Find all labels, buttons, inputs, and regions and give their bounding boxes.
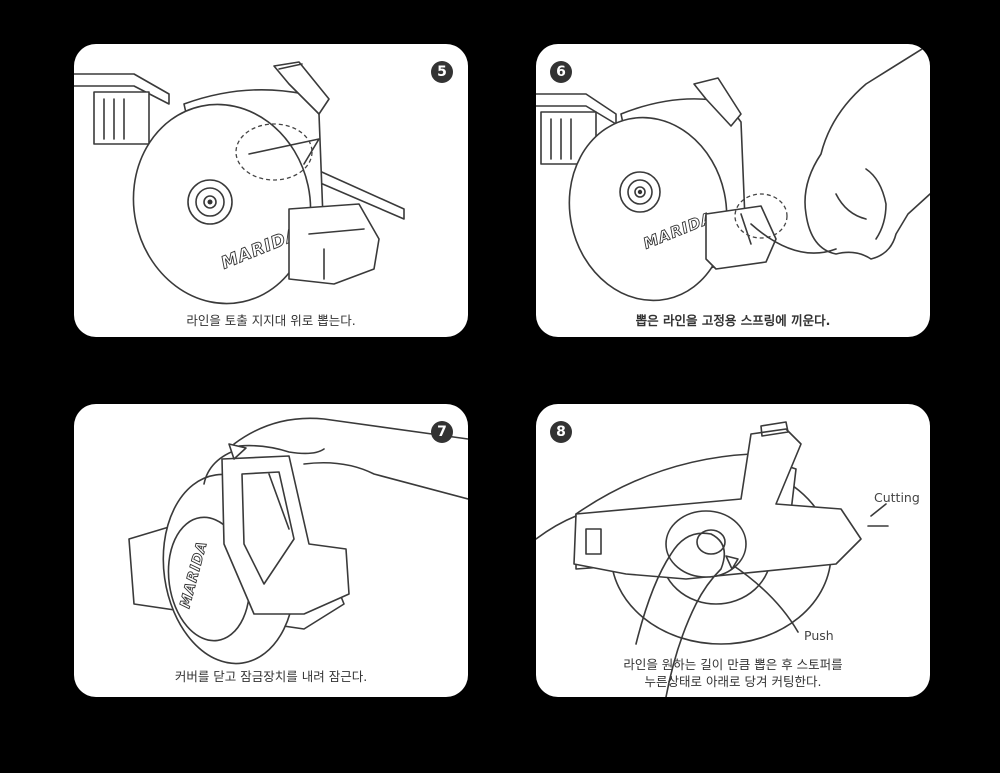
step-6-panel: MARIDA 6 뽑은 라인을 고정용 스프링에 끼운다. xyxy=(536,44,930,337)
step-7-illustration: MARIDA xyxy=(128,417,468,665)
step-7-caption: 커버를 닫고 잠금장치를 내려 잠근다. xyxy=(174,669,368,684)
step-number-badge: 8 xyxy=(550,421,572,443)
step-5-caption: 라인을 토출 지지대 위로 뽑는다. xyxy=(186,313,356,328)
step-8-illustration xyxy=(536,421,889,697)
step-8-panel: Cutting Push 8 라인을 원하는 길이 만큼 뽑은 후 스토퍼를 누… xyxy=(536,404,930,697)
step-6-illustration: MARIDA xyxy=(536,44,930,302)
step-number-badge: 7 xyxy=(431,421,453,443)
push-label: Push xyxy=(804,628,834,643)
step-7-panel: MARIDA 7 커버를 닫고 잠금장치를 내려 잠근다. xyxy=(74,404,468,697)
step-5-panel: MARIDA 5 라인을 토출 지지대 위로 뽑는다. xyxy=(74,44,468,337)
step-8-caption-line-1: 라인을 원하는 길이 만큼 뽑은 후 스토퍼를 xyxy=(623,657,843,672)
cutting-label: Cutting xyxy=(874,490,920,505)
step-5-illustration: MARIDA xyxy=(74,61,405,305)
step-6-caption: 뽑은 라인을 고정용 스프링에 끼운다. xyxy=(635,313,831,328)
step-number-badge: 6 xyxy=(550,61,572,83)
step-8-caption-line-2: 누른상태로 아래로 당겨 커팅한다. xyxy=(644,674,822,689)
step-number-badge: 5 xyxy=(431,61,453,83)
